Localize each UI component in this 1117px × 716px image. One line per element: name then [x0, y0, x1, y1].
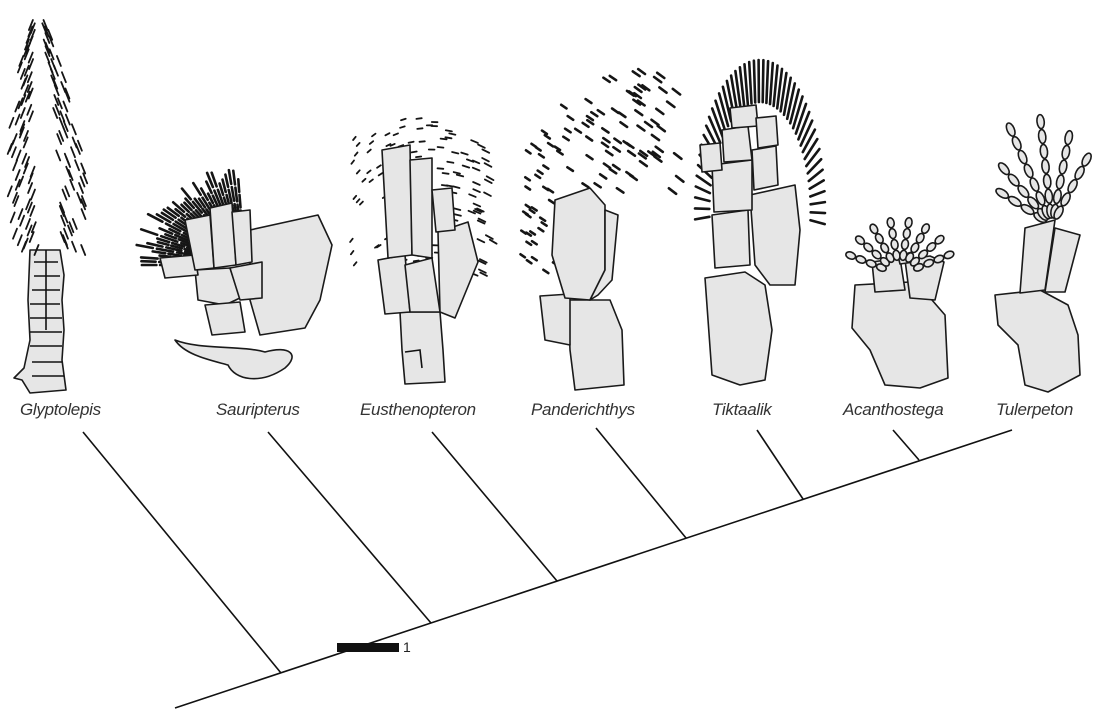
taxon-label-tiktaalik: Tiktaalik — [712, 400, 772, 420]
sauripterus-fin — [137, 170, 332, 378]
taxon-label-sauripterus: Sauripterus — [216, 400, 300, 420]
taxon-label-tulerpeton: Tulerpeton — [996, 400, 1073, 420]
taxon-label-panderichthys: Panderichthys — [531, 400, 635, 420]
taxon-label-glyptolepis: Glyptolepis — [20, 400, 101, 420]
acanthostega-limb — [845, 217, 955, 388]
panderichthys-fin — [521, 69, 684, 390]
glyptolepis-fin — [8, 20, 88, 393]
cladogram — [83, 428, 1012, 708]
tulerpeton-limb — [994, 114, 1093, 392]
eusthenopteron-fin — [350, 118, 497, 384]
scale-bar-label: 1 — [403, 639, 411, 655]
taxon-label-eusthenopteron: Eusthenopteron — [360, 400, 476, 420]
tiktaalik-fin — [695, 60, 825, 385]
taxon-label-acanthostega: Acanthostega — [843, 400, 943, 420]
scale-bar — [337, 643, 399, 652]
